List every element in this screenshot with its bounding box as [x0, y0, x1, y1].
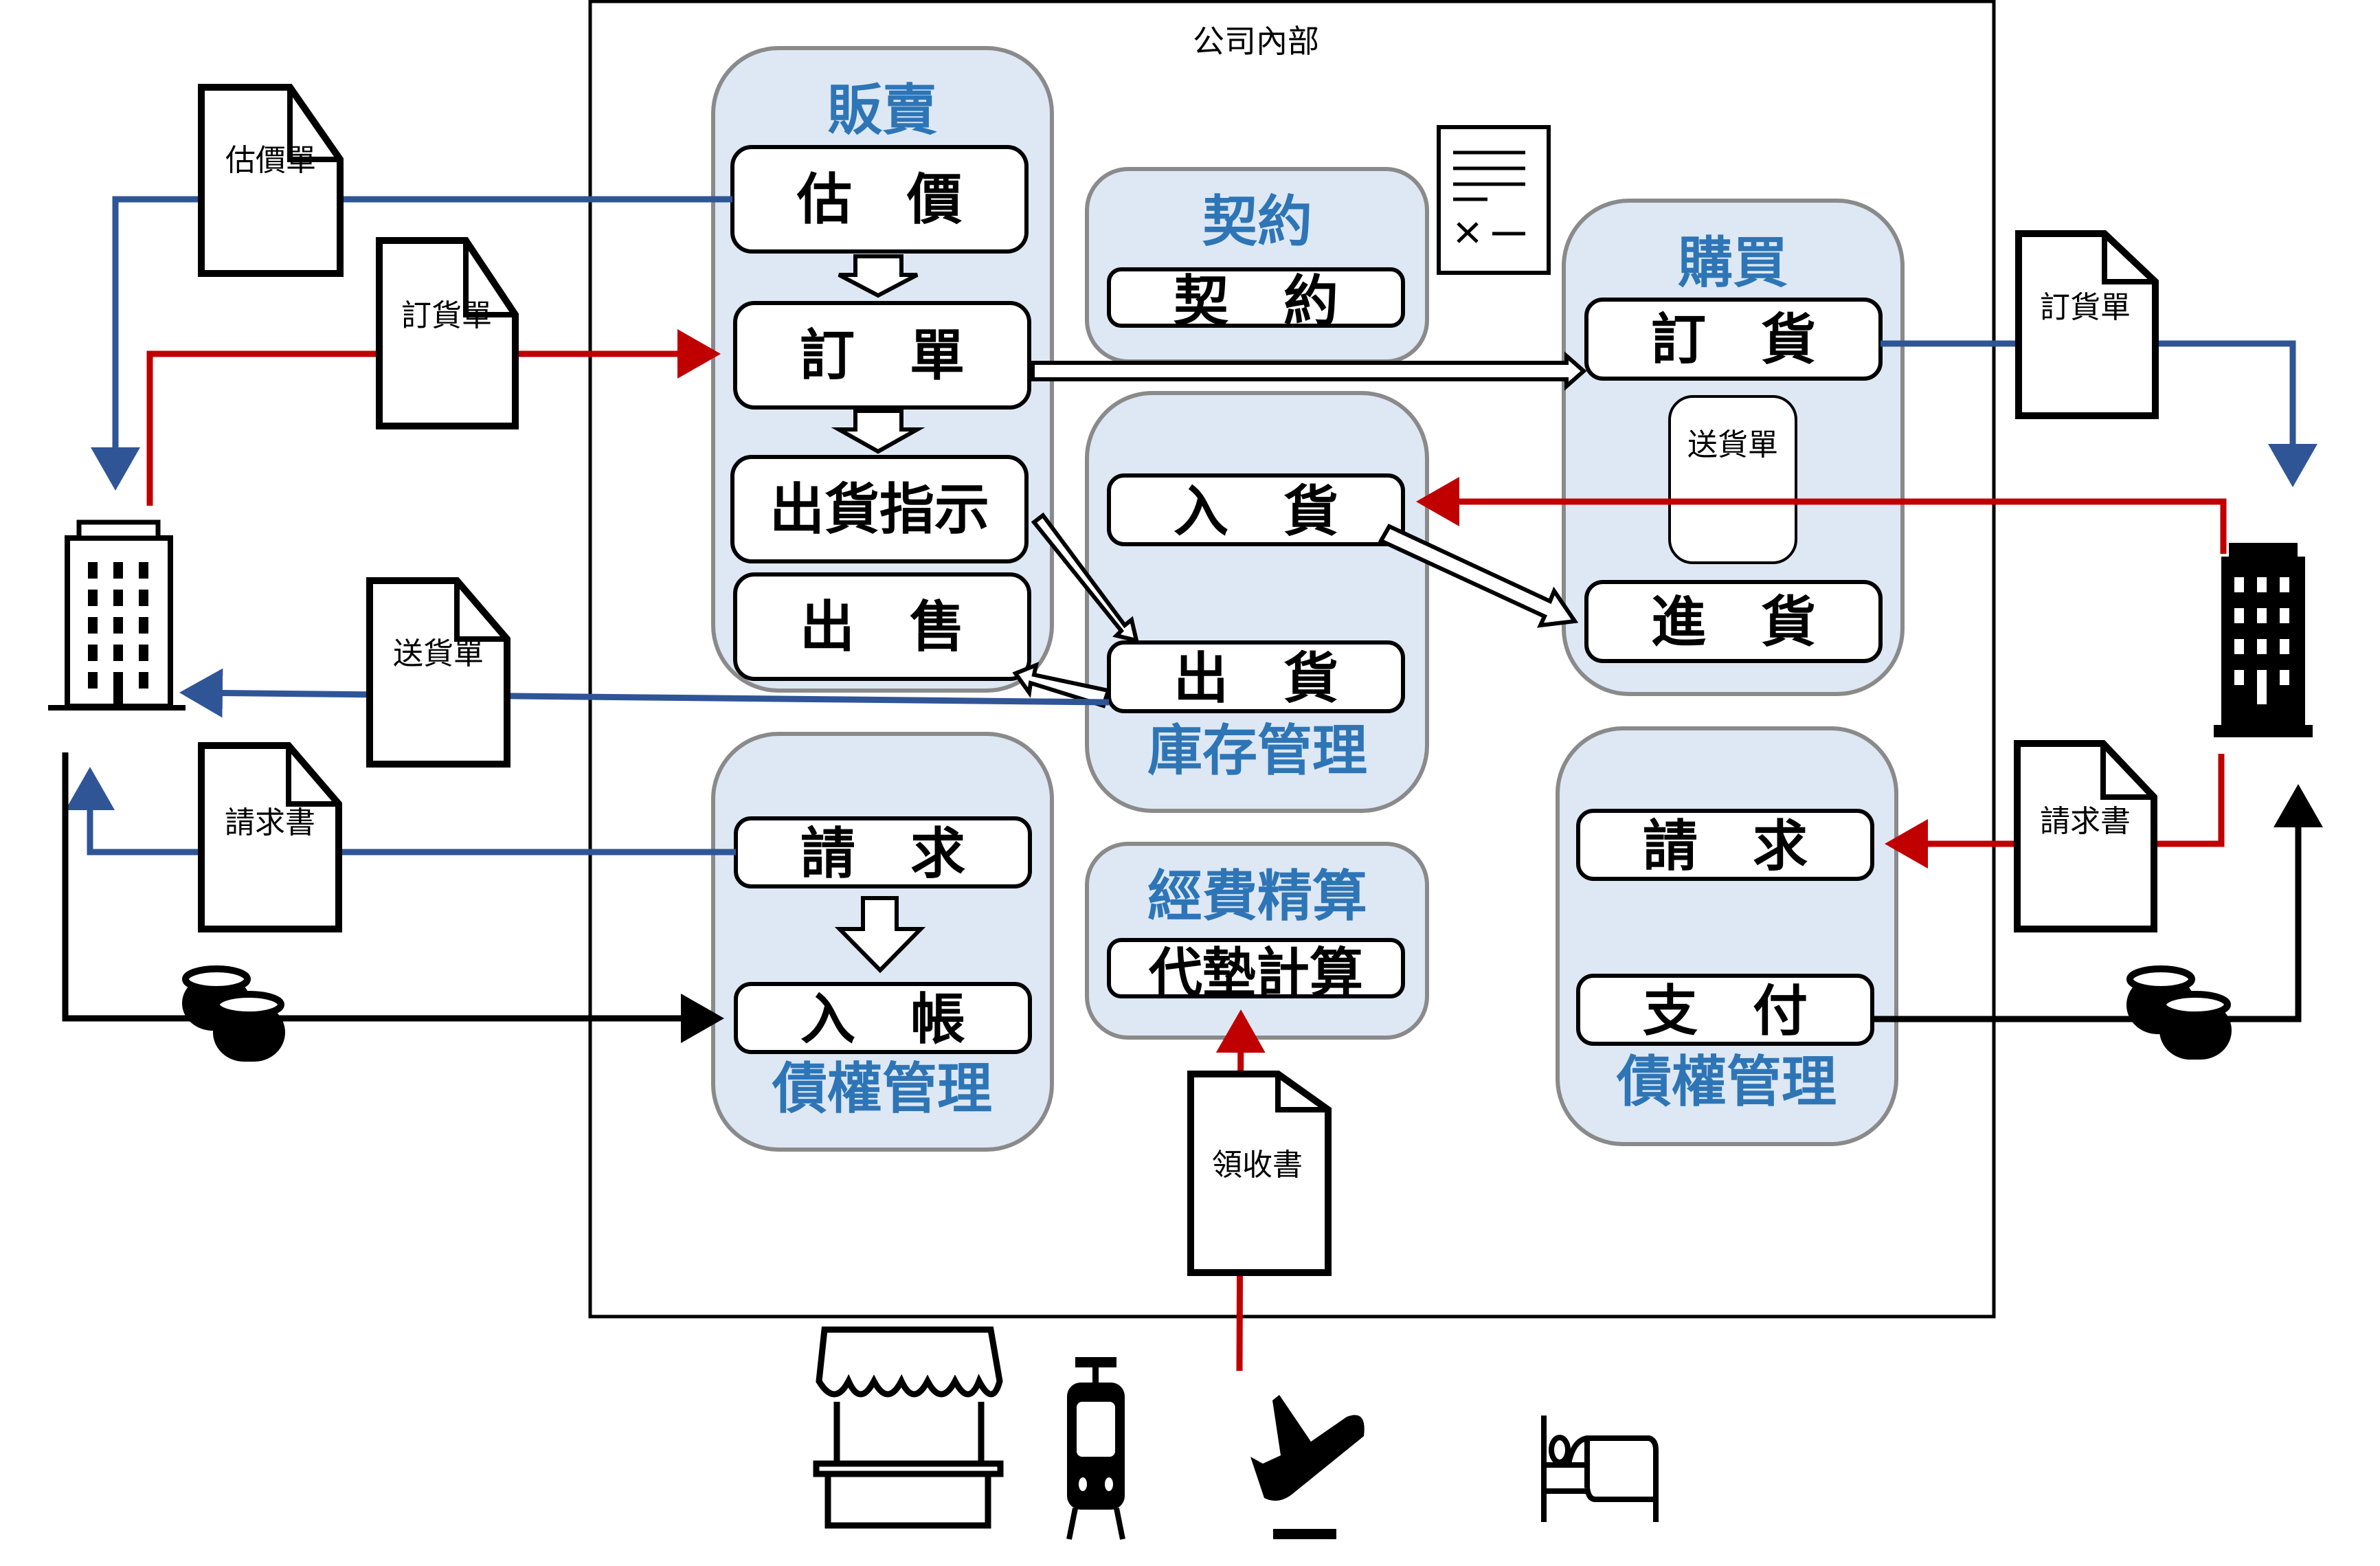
group-payables: 債權管理 — [1556, 726, 1898, 1146]
process-goods-issue[interactable]: 出 貨 — [1107, 640, 1405, 713]
process-goods-receipt[interactable]: 入 貨 — [1107, 473, 1405, 546]
process-billing-payable[interactable]: 請 求 — [1576, 809, 1874, 881]
svg-text:送貨單: 送貨單 — [393, 636, 484, 671]
flow-supplier-invoice — [1885, 754, 2225, 869]
group-inventory-title: 庫存管理 — [1147, 719, 1367, 783]
svg-text:請 求: 請 求 — [800, 822, 965, 886]
svg-text:送貨單: 送貨單 — [1687, 427, 1778, 462]
svg-text:請求書: 請求書 — [225, 805, 315, 840]
group-expenses-title: 經費精算 — [1147, 864, 1367, 928]
flow-invoice-to-customer — [65, 767, 736, 855]
group-receivables-title: 債權管理 — [772, 1057, 992, 1121]
doc-customer-invoice: 請求書 — [198, 742, 342, 932]
flow-delivery-to-customer — [179, 668, 1110, 718]
process-purchase-order[interactable]: 訂 貨 — [1584, 298, 1883, 381]
group-payables-title: 債權管理 — [1616, 1050, 1837, 1114]
process-stock-in[interactable]: 進 貨 — [1584, 580, 1883, 663]
airplane-icon — [1250, 1395, 1365, 1539]
process-quote[interactable]: 估 價 — [730, 145, 1029, 254]
doc-customer-quote: 估價單 — [198, 84, 344, 277]
group-inventory: 庫存管理 — [1085, 391, 1429, 813]
doc-customer-delivery: 送貨單 — [366, 577, 510, 768]
process-payment[interactable]: 支 付 — [1576, 974, 1874, 1046]
shop-stall-icon — [813, 1326, 1004, 1529]
svg-text:請求書: 請求書 — [2040, 804, 2131, 839]
svg-text:代墊計算: 代墊計算 — [1148, 943, 1363, 1005]
flow-customer-to-order — [146, 329, 721, 506]
company-boundary — [588, 0, 1996, 1319]
coins-icon — [2126, 965, 2232, 1060]
group-contract-title: 契約 — [1202, 190, 1312, 254]
flow-quote-to-customer — [91, 196, 732, 491]
flow-payment-to-supplier — [1872, 784, 2323, 1022]
svg-text:領收書: 領收書 — [1212, 1148, 1303, 1183]
svg-text:支 付: 支 付 — [1643, 979, 1808, 1043]
group-purchase-title: 購買 — [1678, 231, 1788, 295]
svg-text:出貨指示: 出貨指示 — [770, 478, 989, 541]
process-order[interactable]: 訂 單 — [733, 301, 1031, 410]
svg-text:訂 單: 訂 單 — [800, 324, 965, 388]
svg-text:入 貨: 入 貨 — [1174, 480, 1338, 544]
process-shipping-instruction[interactable]: 出貨指示 — [730, 455, 1029, 563]
svg-text:進 貨: 進 貨 — [1651, 590, 1816, 654]
customer-building-icon — [48, 519, 186, 711]
svg-text:估 價: 估 價 — [796, 168, 962, 232]
process-advance-calculation[interactable]: 代墊計算 — [1107, 938, 1405, 1005]
svg-text:出 售: 出 售 — [800, 595, 965, 659]
train-icon — [1066, 1357, 1125, 1540]
svg-text:出 貨: 出 貨 — [1174, 647, 1338, 711]
arrow-order-to-instruction — [831, 409, 925, 454]
company-title: 公司內部 — [1193, 23, 1319, 60]
coins-icon — [182, 965, 285, 1062]
arrow-quote-to-order — [838, 254, 919, 298]
doc-receipt: 領收書 — [1187, 1071, 1332, 1276]
doc-customer-order: 訂貨單 — [376, 237, 519, 429]
svg-text:契 約: 契 約 — [1174, 269, 1338, 333]
arrow-billing-to-deposit — [834, 896, 926, 974]
process-deposit[interactable]: 入 帳 — [734, 982, 1032, 1054]
process-billing-receivable[interactable]: 請 求 — [734, 816, 1032, 888]
svg-text:訂 貨: 訂 貨 — [1651, 308, 1816, 372]
contract-paper-icon — [1437, 125, 1551, 275]
svg-text:訂貨單: 訂貨單 — [401, 298, 492, 333]
flow-payment-to-deposit — [62, 752, 724, 1043]
arrow-instruction-to-issue — [1031, 512, 1140, 644]
purchase-delivery-note: 送貨單 — [1668, 395, 1797, 564]
svg-text:請 求: 請 求 — [1643, 814, 1808, 878]
doc-supplier-order: 訂貨單 — [2015, 230, 2159, 419]
svg-text:入 帳: 入 帳 — [800, 987, 965, 1051]
svg-text:估價單: 估價單 — [225, 143, 316, 178]
doc-supplier-invoice: 請求書 — [2014, 740, 2157, 932]
arrow-receipt-to-stock-in — [1378, 524, 1579, 628]
group-sales-title: 販賣 — [827, 78, 937, 142]
supplier-building-icon — [2214, 543, 2313, 737]
arrow-order-to-purchase — [1031, 351, 1587, 391]
process-sale[interactable]: 出 售 — [733, 572, 1031, 681]
hotel-bed-icon — [1541, 1416, 1659, 1522]
svg-text:訂貨單: 訂貨單 — [2040, 290, 2131, 325]
process-contract[interactable]: 契 約 — [1107, 267, 1405, 333]
flow-supplier-to-receipt — [1416, 477, 2227, 554]
